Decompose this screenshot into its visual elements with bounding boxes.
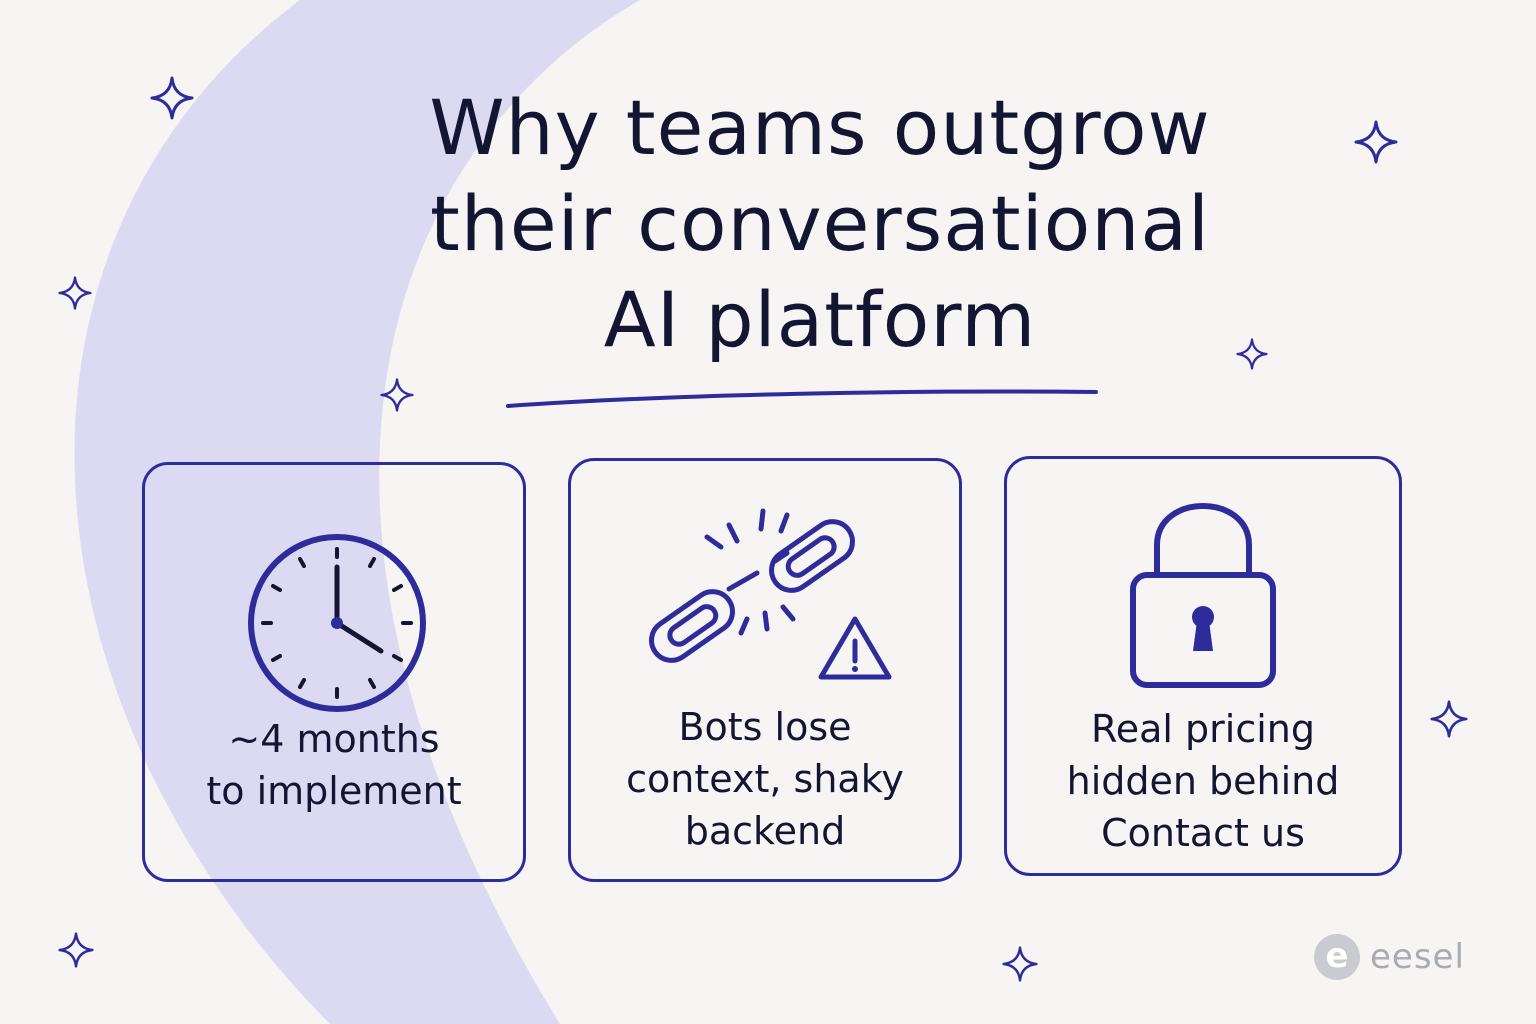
brand-logo: e eesel xyxy=(1314,934,1465,980)
title-underline xyxy=(506,389,1098,408)
sparkle-icon xyxy=(58,276,92,310)
sparkle-icon xyxy=(1430,700,1468,738)
sparkle-icon xyxy=(1002,946,1038,982)
sparkle-icon xyxy=(58,932,94,968)
card-text: Real pricing hidden behind Contact us xyxy=(1007,703,1399,859)
card-line: Bots lose xyxy=(678,705,852,749)
card-bot-context: Bots lose context, shaky backend xyxy=(568,458,962,882)
card-line: context, shaky xyxy=(626,757,904,801)
card-line: Contact us xyxy=(1101,811,1305,855)
title-line-2: their conversational xyxy=(429,179,1211,268)
brand-mark-icon: e xyxy=(1314,934,1360,980)
title-line-1: Why teams outgrow xyxy=(429,83,1211,172)
card-line: hidden behind xyxy=(1066,759,1340,803)
card-line: ~4 months xyxy=(228,717,440,761)
clock-icon xyxy=(248,534,426,712)
page-title: Why teams outgrow their conversational A… xyxy=(330,80,1310,368)
card-line: to implement xyxy=(206,769,462,813)
card-implementation-time: ~4 months to implement xyxy=(142,462,526,882)
sparkle-icon xyxy=(1354,120,1398,164)
sparkle-icon xyxy=(150,76,194,120)
sparkle-icon xyxy=(1236,338,1268,370)
broken-link-warning-icon xyxy=(649,508,892,680)
card-hidden-pricing: Real pricing hidden behind Contact us xyxy=(1004,456,1402,876)
title-line-3: AI platform xyxy=(603,275,1037,364)
card-line: backend xyxy=(684,809,846,853)
brand-name: eesel xyxy=(1370,937,1465,977)
sparkle-icon xyxy=(380,378,414,412)
padlock-icon xyxy=(1130,503,1276,688)
card-line: Real pricing xyxy=(1091,707,1315,751)
card-text: ~4 months to implement xyxy=(145,713,523,817)
card-text: Bots lose context, shaky backend xyxy=(571,701,959,857)
